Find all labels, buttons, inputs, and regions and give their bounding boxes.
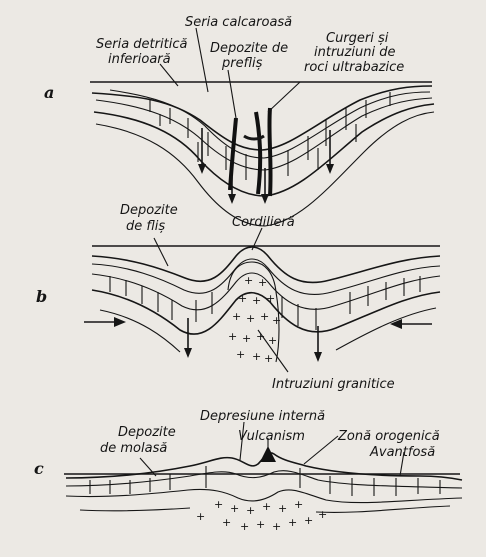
basement-right-c (315, 505, 451, 513)
panel-b: b ++ +++ ++++ ++++ +++ (36, 203, 441, 392)
label-curgeri-line2: intruziuni de (314, 45, 395, 60)
label-depresiune-interna: Depresiune internă (200, 409, 325, 424)
basement-left-b (99, 309, 181, 353)
label-zona-orogenica: Zonă orogenică (337, 429, 440, 444)
label-intruziuni-granitice: Intruziuni granitice (272, 377, 395, 392)
basement-right-b (335, 307, 437, 351)
svg-text:+: + (278, 502, 287, 515)
layer-3-c (65, 488, 463, 504)
panel-a-letter: a (44, 83, 54, 102)
label-cordiliera: Cordilieră (232, 215, 295, 230)
subsidence-arrows-a (198, 128, 334, 204)
label-depozite-preflis-line2: prefliș (221, 56, 263, 71)
panel-a: a (44, 15, 435, 227)
fold-layer-2-b (91, 258, 441, 296)
fold-top-b (91, 246, 441, 284)
leader-lines-c (139, 421, 405, 477)
svg-text:+: + (238, 292, 247, 305)
svg-text:+: + (262, 500, 271, 513)
label-depozite-molasa-line2: de molasă (100, 441, 167, 456)
svg-text:+: + (294, 498, 303, 511)
compression-arrows-b (84, 317, 432, 329)
svg-text:+: + (246, 504, 255, 517)
basin-top-surface-a (91, 85, 433, 151)
label-depozite-molasa-line1: Depozite (118, 425, 176, 440)
svg-text:+: + (268, 334, 277, 347)
svg-text:+: + (230, 502, 239, 515)
panel-c: c +++ +++ +++ +++ ++ (34, 409, 463, 533)
leader-lines-a (159, 27, 301, 119)
panel-c-letter: c (34, 459, 44, 478)
intrusion-2-a (254, 111, 263, 195)
volcano-cone-c (260, 446, 276, 462)
leader-lines-b (153, 227, 289, 373)
svg-text:+: + (236, 348, 245, 361)
label-curgeri-line3: roci ultrabazice (304, 60, 404, 75)
intrusion-link-a (243, 134, 265, 141)
label-curgeri-line1: Curgeri și (326, 31, 389, 46)
label-depozite-flis-line2: de fliș (126, 219, 165, 234)
label-vulcanism: Vulcanism (238, 429, 305, 444)
svg-text:+: + (272, 520, 281, 533)
label-seria-calcaroasa: Seria calcaroasă (185, 15, 292, 30)
fold-layer-3-b (91, 272, 441, 311)
svg-text:+: + (256, 518, 265, 531)
svg-text:+: + (252, 294, 261, 307)
svg-text:+: + (304, 514, 313, 527)
basement-left-c (79, 507, 191, 512)
svg-text:+: + (246, 312, 255, 325)
svg-text:+: + (272, 314, 281, 327)
brick-hatching-b (109, 276, 421, 330)
svg-text:+: + (242, 332, 251, 345)
granite-crosses-b: ++ +++ ++++ ++++ +++ (228, 274, 281, 365)
svg-text:+: + (214, 498, 223, 511)
label-depozite-preflis-line1: Depozite de (210, 41, 288, 56)
svg-text:+: + (288, 516, 297, 529)
svg-text:+: + (232, 310, 241, 323)
label-avantfosa: Avantfosă (369, 445, 435, 460)
intrusion-1-a (228, 117, 238, 191)
svg-text:+: + (264, 352, 273, 365)
label-seria-detritica-line1: Seria detritică (96, 37, 187, 52)
svg-text:+: + (256, 330, 265, 343)
hatching-c (89, 466, 441, 496)
svg-text:+: + (244, 274, 253, 287)
svg-text:+: + (222, 516, 231, 529)
subsidence-arrows-b (184, 318, 322, 362)
basin-layer-3-a (95, 97, 433, 171)
svg-text:+: + (260, 310, 269, 323)
basin-layer-2-a (109, 89, 431, 159)
svg-text:+: + (252, 350, 261, 363)
svg-text:+: + (318, 508, 327, 521)
svg-text:+: + (258, 276, 267, 289)
basement-line-a (95, 111, 435, 227)
svg-text:+: + (240, 520, 249, 533)
svg-text:+: + (266, 292, 275, 305)
intrusion-3-a (267, 107, 273, 197)
panel-b-letter: b (36, 287, 47, 306)
granite-dome-b (227, 261, 280, 363)
label-seria-detritica-line2: inferioară (108, 52, 171, 67)
granite-crosses-c: +++ +++ +++ +++ ++ (196, 498, 327, 533)
label-depozite-flis-line1: Depozite (120, 203, 178, 218)
brick-hatching-a (149, 92, 391, 180)
svg-text:+: + (228, 330, 237, 343)
svg-text:+: + (196, 510, 205, 523)
fold-layer-4-b (91, 289, 441, 335)
